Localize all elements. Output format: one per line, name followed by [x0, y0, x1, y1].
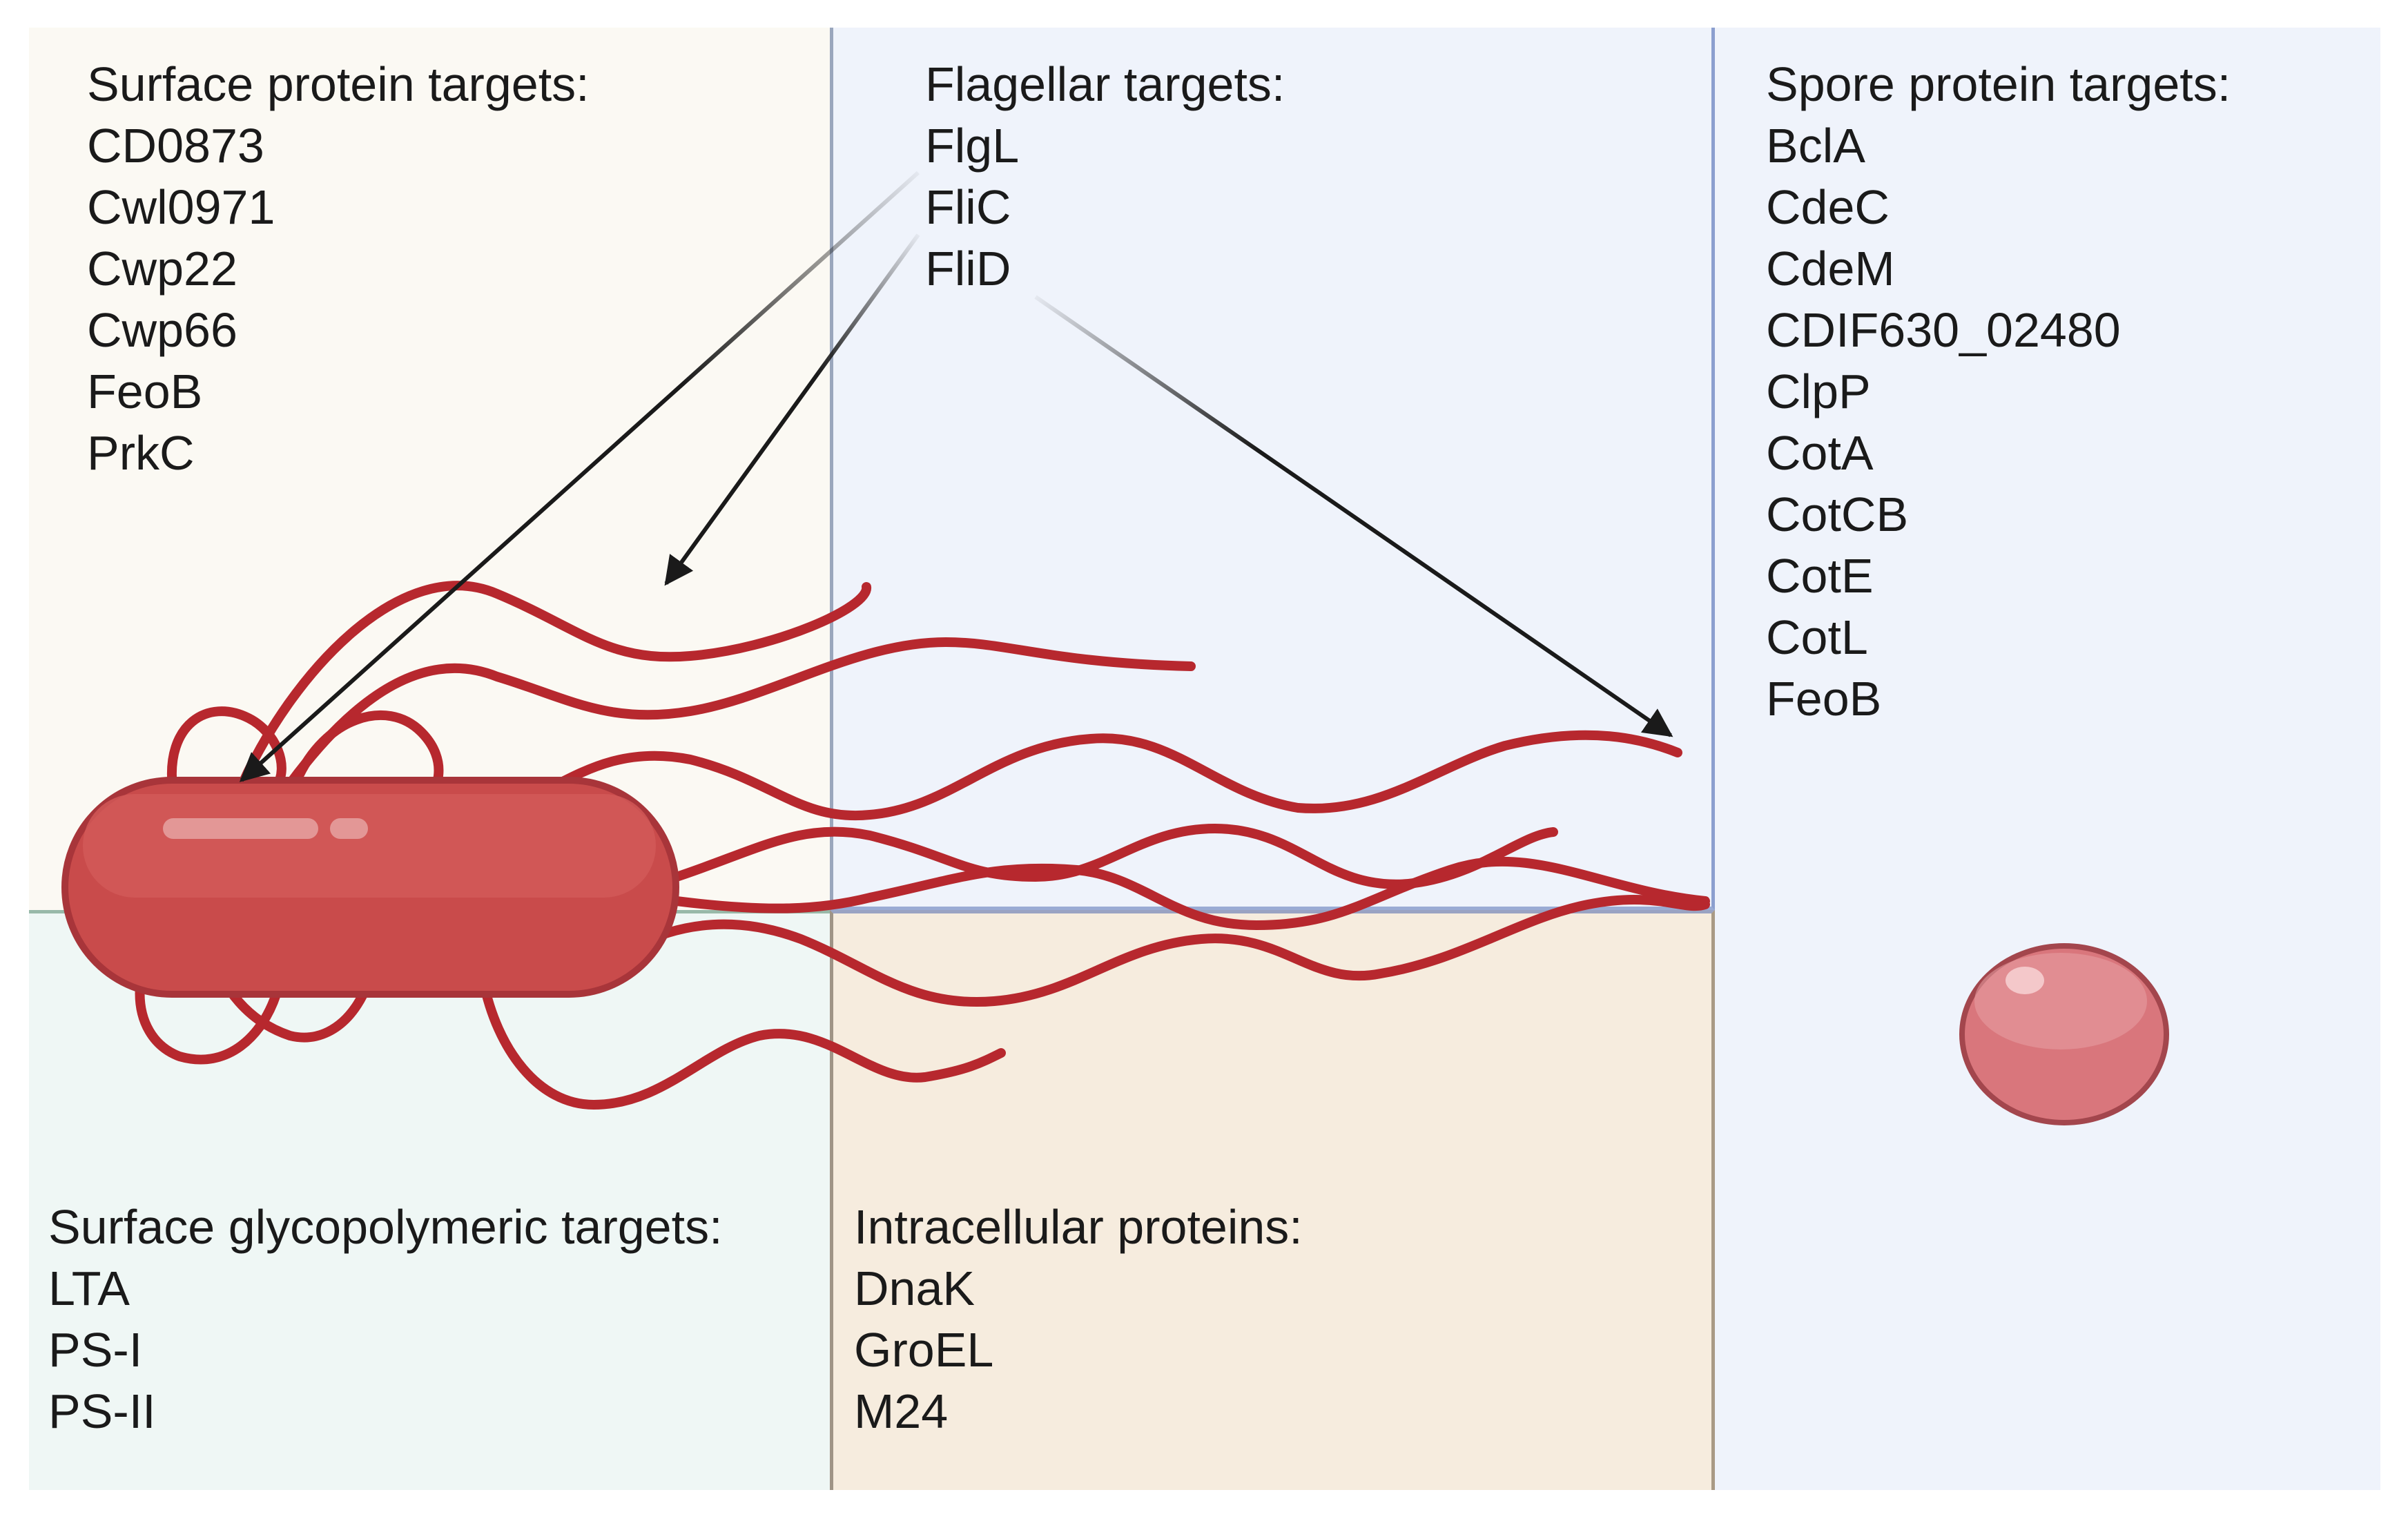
list-item: Cwp66: [87, 303, 237, 357]
list-item: FeoB: [1766, 672, 1882, 726]
spore-protein-panel: [1715, 28, 2380, 1490]
spore-protein-list: Spore protein targets: BclA CdeC CdeM CD…: [1766, 54, 2231, 730]
list-item: CdeM: [1766, 242, 1895, 296]
list-item: FliD: [925, 242, 1011, 296]
spore: [1959, 943, 2169, 1125]
list-item: PS-I: [48, 1323, 143, 1377]
list-item: FlgL: [925, 119, 1020, 173]
surface-glycopolymeric-panel: [29, 910, 830, 1490]
surface-glycopolymeric-title: Surface glycopolymeric targets:: [48, 1200, 723, 1254]
flagellum: [166, 706, 287, 792]
list-item: CotA: [1766, 426, 1874, 480]
list-item: PS-II: [48, 1384, 156, 1438]
flagellar-title: Flagellar targets:: [925, 57, 1285, 111]
arrow-flid: [1034, 295, 1673, 737]
list-item: LTA: [48, 1261, 130, 1315]
flagellum: [672, 856, 1710, 931]
flagellum: [285, 637, 1196, 788]
list-item: CotL: [1766, 610, 1868, 664]
list-item: GroEL: [854, 1323, 994, 1377]
arrow-flic: [664, 233, 920, 586]
spore-protein-title: Spore protein targets:: [1766, 57, 2231, 111]
flagellum: [478, 976, 1006, 1110]
list-item: PrkC: [87, 426, 195, 480]
arrows: [239, 171, 1673, 782]
list-item: DnaK: [854, 1261, 975, 1315]
flagellum: [237, 581, 871, 791]
list-item: CdeC: [1766, 180, 1890, 234]
flagellar-list: Flagellar targets: FlgL FliC FliD: [925, 54, 1285, 300]
list-item: Cwp22: [87, 242, 237, 296]
intracellular-title: Intracellular proteins:: [854, 1200, 1303, 1254]
surface-protein-list: Surface protein targets: CD0873 Cwl0971 …: [87, 54, 590, 484]
flagellum: [630, 895, 1710, 1007]
list-item: FliC: [925, 180, 1011, 234]
arrow-flgl: [239, 171, 920, 782]
list-item: CD0873: [87, 119, 264, 173]
list-item: CotE: [1766, 549, 1874, 603]
list-item: Cwl0971: [87, 180, 275, 234]
flagellum: [534, 730, 1682, 821]
intracellular-list: Intracellular proteins: DnaK GroEL M24: [854, 1197, 1303, 1442]
flagellar-panel: [830, 28, 1715, 910]
surface-protein-title: Surface protein targets:: [87, 57, 590, 111]
surface-glycopolymeric-list: Surface glycopolymeric targets: LTA PS-I…: [48, 1197, 723, 1442]
list-item: M24: [854, 1384, 949, 1438]
list-item: CotCB: [1766, 487, 1909, 541]
list-item: CDIF630_02480: [1766, 303, 2121, 357]
list-item: BclA: [1766, 119, 1865, 173]
list-item: FeoB: [87, 365, 203, 418]
bacterium: [61, 777, 679, 998]
list-item: ClpP: [1766, 365, 1871, 418]
